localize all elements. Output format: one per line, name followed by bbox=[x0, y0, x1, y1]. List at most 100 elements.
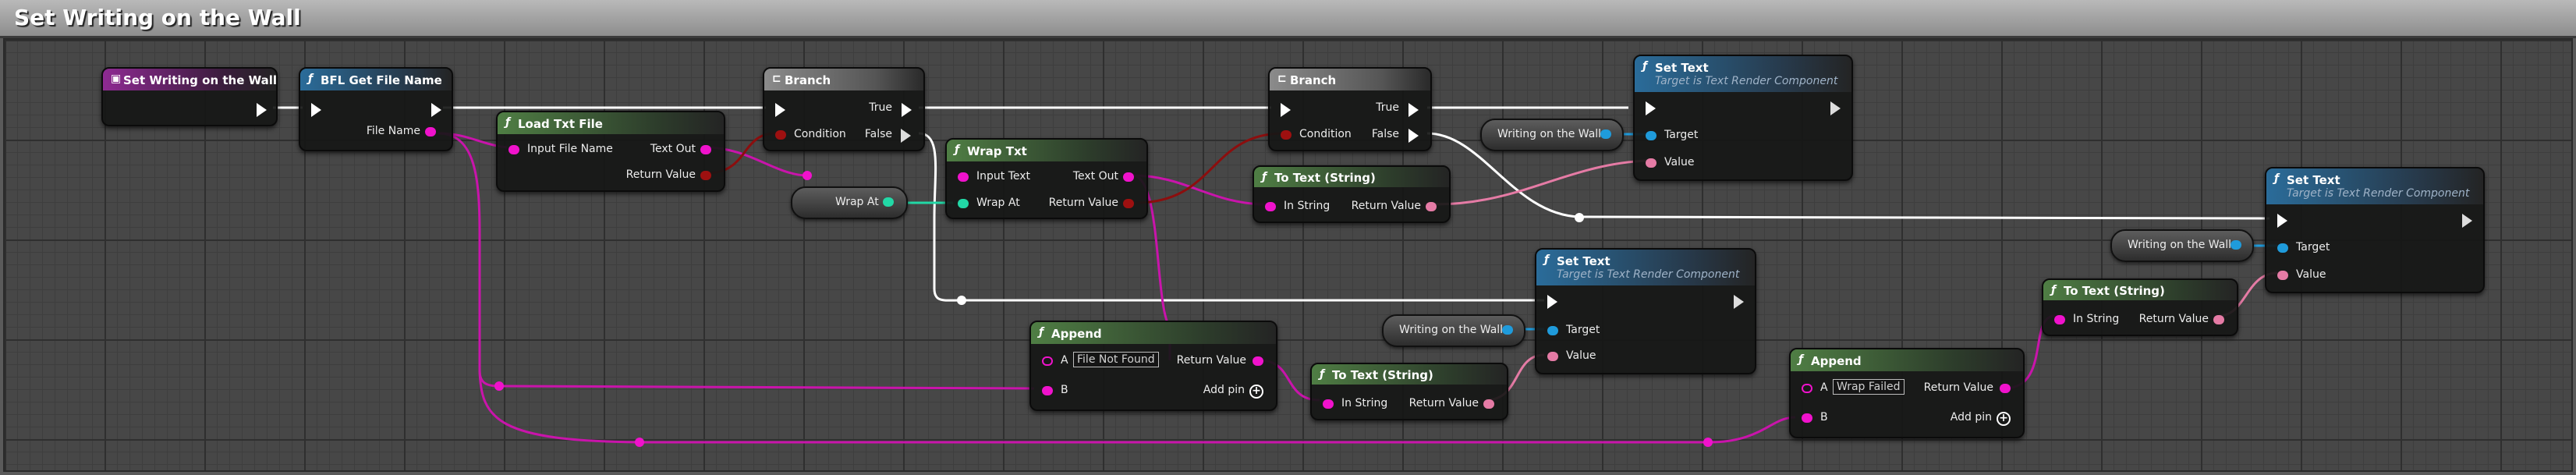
append-node-1[interactable]: ƒ Append A File Not Found Return Value B… bbox=[1029, 321, 1277, 411]
exec-out-pin[interactable] bbox=[1734, 295, 1745, 309]
return-value-pin[interactable] bbox=[2213, 315, 2224, 324]
wrap-at-label: Wrap At bbox=[976, 197, 1020, 209]
exec-in-pin[interactable] bbox=[311, 103, 321, 117]
file-name-pin[interactable] bbox=[425, 127, 436, 136]
false-label: False bbox=[1371, 128, 1399, 140]
in-string-pin[interactable] bbox=[1323, 399, 1334, 409]
wrap-at-pin[interactable] bbox=[958, 199, 969, 208]
return-value-pin[interactable] bbox=[2000, 384, 2011, 393]
function-icon: ƒ bbox=[1544, 253, 1550, 266]
function-icon: ƒ bbox=[505, 116, 511, 129]
b-label: B bbox=[1061, 384, 1068, 396]
writing-on-wall-variable-3[interactable]: Writing on the Wall bbox=[1382, 314, 1525, 347]
node-title: To Text (String) bbox=[1332, 368, 1433, 382]
in-string-label: In String bbox=[2073, 313, 2120, 325]
to-text-node-2[interactable]: ƒ To Text (String) In String Return Valu… bbox=[1310, 363, 1508, 420]
set-text-node-3[interactable]: ƒ Set Text Target is Text Render Compone… bbox=[1535, 248, 1756, 374]
node-subtitle: Target is Text Render Component bbox=[1655, 75, 1838, 87]
node-title: Append bbox=[1811, 354, 1862, 368]
return-value-pin[interactable] bbox=[1123, 199, 1134, 208]
a-pin[interactable] bbox=[1802, 384, 1812, 393]
wall-var-pin[interactable] bbox=[1600, 129, 1611, 139]
b-pin[interactable] bbox=[1042, 386, 1053, 395]
wall-var-pin[interactable] bbox=[2231, 240, 2241, 250]
return-value-label: Return Value bbox=[1176, 354, 1246, 367]
text-out-label: Text Out bbox=[650, 143, 696, 155]
wrap-at-var-pin[interactable] bbox=[883, 197, 894, 207]
set-text-node-1[interactable]: ƒ Set Text Target is Text Render Compone… bbox=[1633, 55, 1853, 181]
value-pin[interactable] bbox=[1646, 158, 1657, 168]
a-value-field[interactable]: File Not Found bbox=[1073, 352, 1159, 367]
a-value-field[interactable]: Wrap Failed bbox=[1833, 379, 1905, 395]
in-string-pin[interactable] bbox=[1265, 202, 1276, 211]
return-value-pin[interactable] bbox=[1253, 356, 1263, 366]
false-exec-pin[interactable] bbox=[901, 129, 912, 143]
branch-node-1[interactable]: ⊏ Branch True Condition False bbox=[763, 67, 925, 151]
exec-in-pin[interactable] bbox=[1281, 103, 1291, 117]
value-label: Value bbox=[1664, 156, 1695, 168]
writing-on-wall-variable-2[interactable]: Writing on the Wall bbox=[2110, 229, 2254, 262]
target-pin[interactable] bbox=[1646, 131, 1657, 140]
add-pin-icon[interactable]: + bbox=[1249, 385, 1263, 399]
to-text-node-3[interactable]: ƒ To Text (String) In String Return Valu… bbox=[2042, 278, 2238, 336]
target-pin[interactable] bbox=[2277, 243, 2288, 253]
a-pin[interactable] bbox=[1042, 356, 1053, 366]
wall-var-label: Writing on the Wall bbox=[2128, 239, 2232, 251]
b-label: B bbox=[1820, 411, 1828, 424]
add-pin-label[interactable]: Add pin bbox=[1203, 384, 1245, 396]
add-pin-icon[interactable]: + bbox=[1997, 412, 2011, 426]
wall-var-pin[interactable] bbox=[1502, 325, 1513, 335]
event-node[interactable]: ▣ Set Writing on the Wall bbox=[101, 67, 278, 126]
exec-out-pin[interactable] bbox=[431, 103, 441, 117]
append-node-2[interactable]: ƒ Append A Wrap Failed Return Value B Ad… bbox=[1789, 348, 2025, 438]
false-exec-pin[interactable] bbox=[1408, 129, 1419, 143]
target-pin[interactable] bbox=[1547, 326, 1558, 335]
wrap-txt-node[interactable]: ƒ Wrap Txt Input Text Text Out Wrap At R… bbox=[945, 138, 1148, 219]
value-pin[interactable] bbox=[2277, 271, 2288, 280]
condition-pin[interactable] bbox=[775, 130, 786, 140]
add-pin-label[interactable]: Add pin bbox=[1950, 411, 1992, 424]
node-title: To Text (String) bbox=[1274, 171, 1376, 185]
value-pin[interactable] bbox=[1547, 352, 1558, 361]
target-label: Target bbox=[1566, 324, 1600, 336]
to-text-node-1[interactable]: ƒ To Text (String) In String Return Valu… bbox=[1253, 165, 1451, 223]
exec-out-pin[interactable] bbox=[1830, 101, 1841, 115]
get-file-name-node[interactable]: ƒ BFL Get File Name File Name bbox=[299, 67, 453, 151]
exec-in-pin[interactable] bbox=[1547, 295, 1557, 309]
exec-out-pin[interactable] bbox=[2462, 214, 2473, 228]
return-value-label: Return Value bbox=[625, 168, 696, 181]
wrap-at-var-label: Wrap At bbox=[835, 196, 879, 208]
a-label: A bbox=[1061, 354, 1068, 367]
exec-in-pin[interactable] bbox=[1646, 101, 1656, 115]
in-string-pin[interactable] bbox=[2054, 315, 2065, 324]
exec-in-pin[interactable] bbox=[775, 103, 785, 117]
wall-var-label: Writing on the Wall bbox=[1497, 128, 1602, 140]
return-value-pin[interactable] bbox=[1483, 399, 1494, 409]
node-title: BFL Get File Name bbox=[321, 73, 442, 87]
return-value-pin[interactable] bbox=[1426, 202, 1437, 211]
text-out-pin[interactable] bbox=[1123, 172, 1134, 182]
branch-node-2[interactable]: ⊏ Branch True Condition False bbox=[1268, 67, 1432, 151]
true-exec-pin[interactable] bbox=[1408, 103, 1419, 117]
exec-in-pin[interactable] bbox=[2277, 214, 2287, 228]
text-out-pin[interactable] bbox=[700, 145, 711, 154]
function-icon: ƒ bbox=[2274, 172, 2280, 185]
in-string-label: In String bbox=[1284, 200, 1331, 212]
return-value-label: Return Value bbox=[2138, 313, 2209, 325]
exec-out-pin[interactable] bbox=[257, 103, 267, 117]
function-icon: ƒ bbox=[308, 73, 314, 85]
condition-pin[interactable] bbox=[1281, 130, 1292, 140]
event-icon: ▣ bbox=[111, 73, 122, 85]
b-pin[interactable] bbox=[1802, 413, 1812, 423]
true-exec-pin[interactable] bbox=[902, 103, 912, 117]
input-text-pin[interactable] bbox=[958, 172, 969, 182]
return-value-pin[interactable] bbox=[700, 171, 711, 180]
target-label: Target bbox=[1664, 129, 1699, 141]
set-text-node-2[interactable]: ƒ Set Text Target is Text Render Compone… bbox=[2265, 167, 2485, 293]
input-file-name-label: Input File Name bbox=[527, 143, 613, 155]
load-txt-file-node[interactable]: ƒ Load Txt File Input File Name Text Out… bbox=[496, 111, 725, 192]
writing-on-wall-variable-1[interactable]: Writing on the Wall bbox=[1480, 119, 1624, 151]
input-file-name-pin[interactable] bbox=[508, 145, 519, 154]
wrap-at-variable[interactable]: Wrap At bbox=[791, 186, 908, 219]
input-text-label: Input Text bbox=[976, 170, 1031, 183]
